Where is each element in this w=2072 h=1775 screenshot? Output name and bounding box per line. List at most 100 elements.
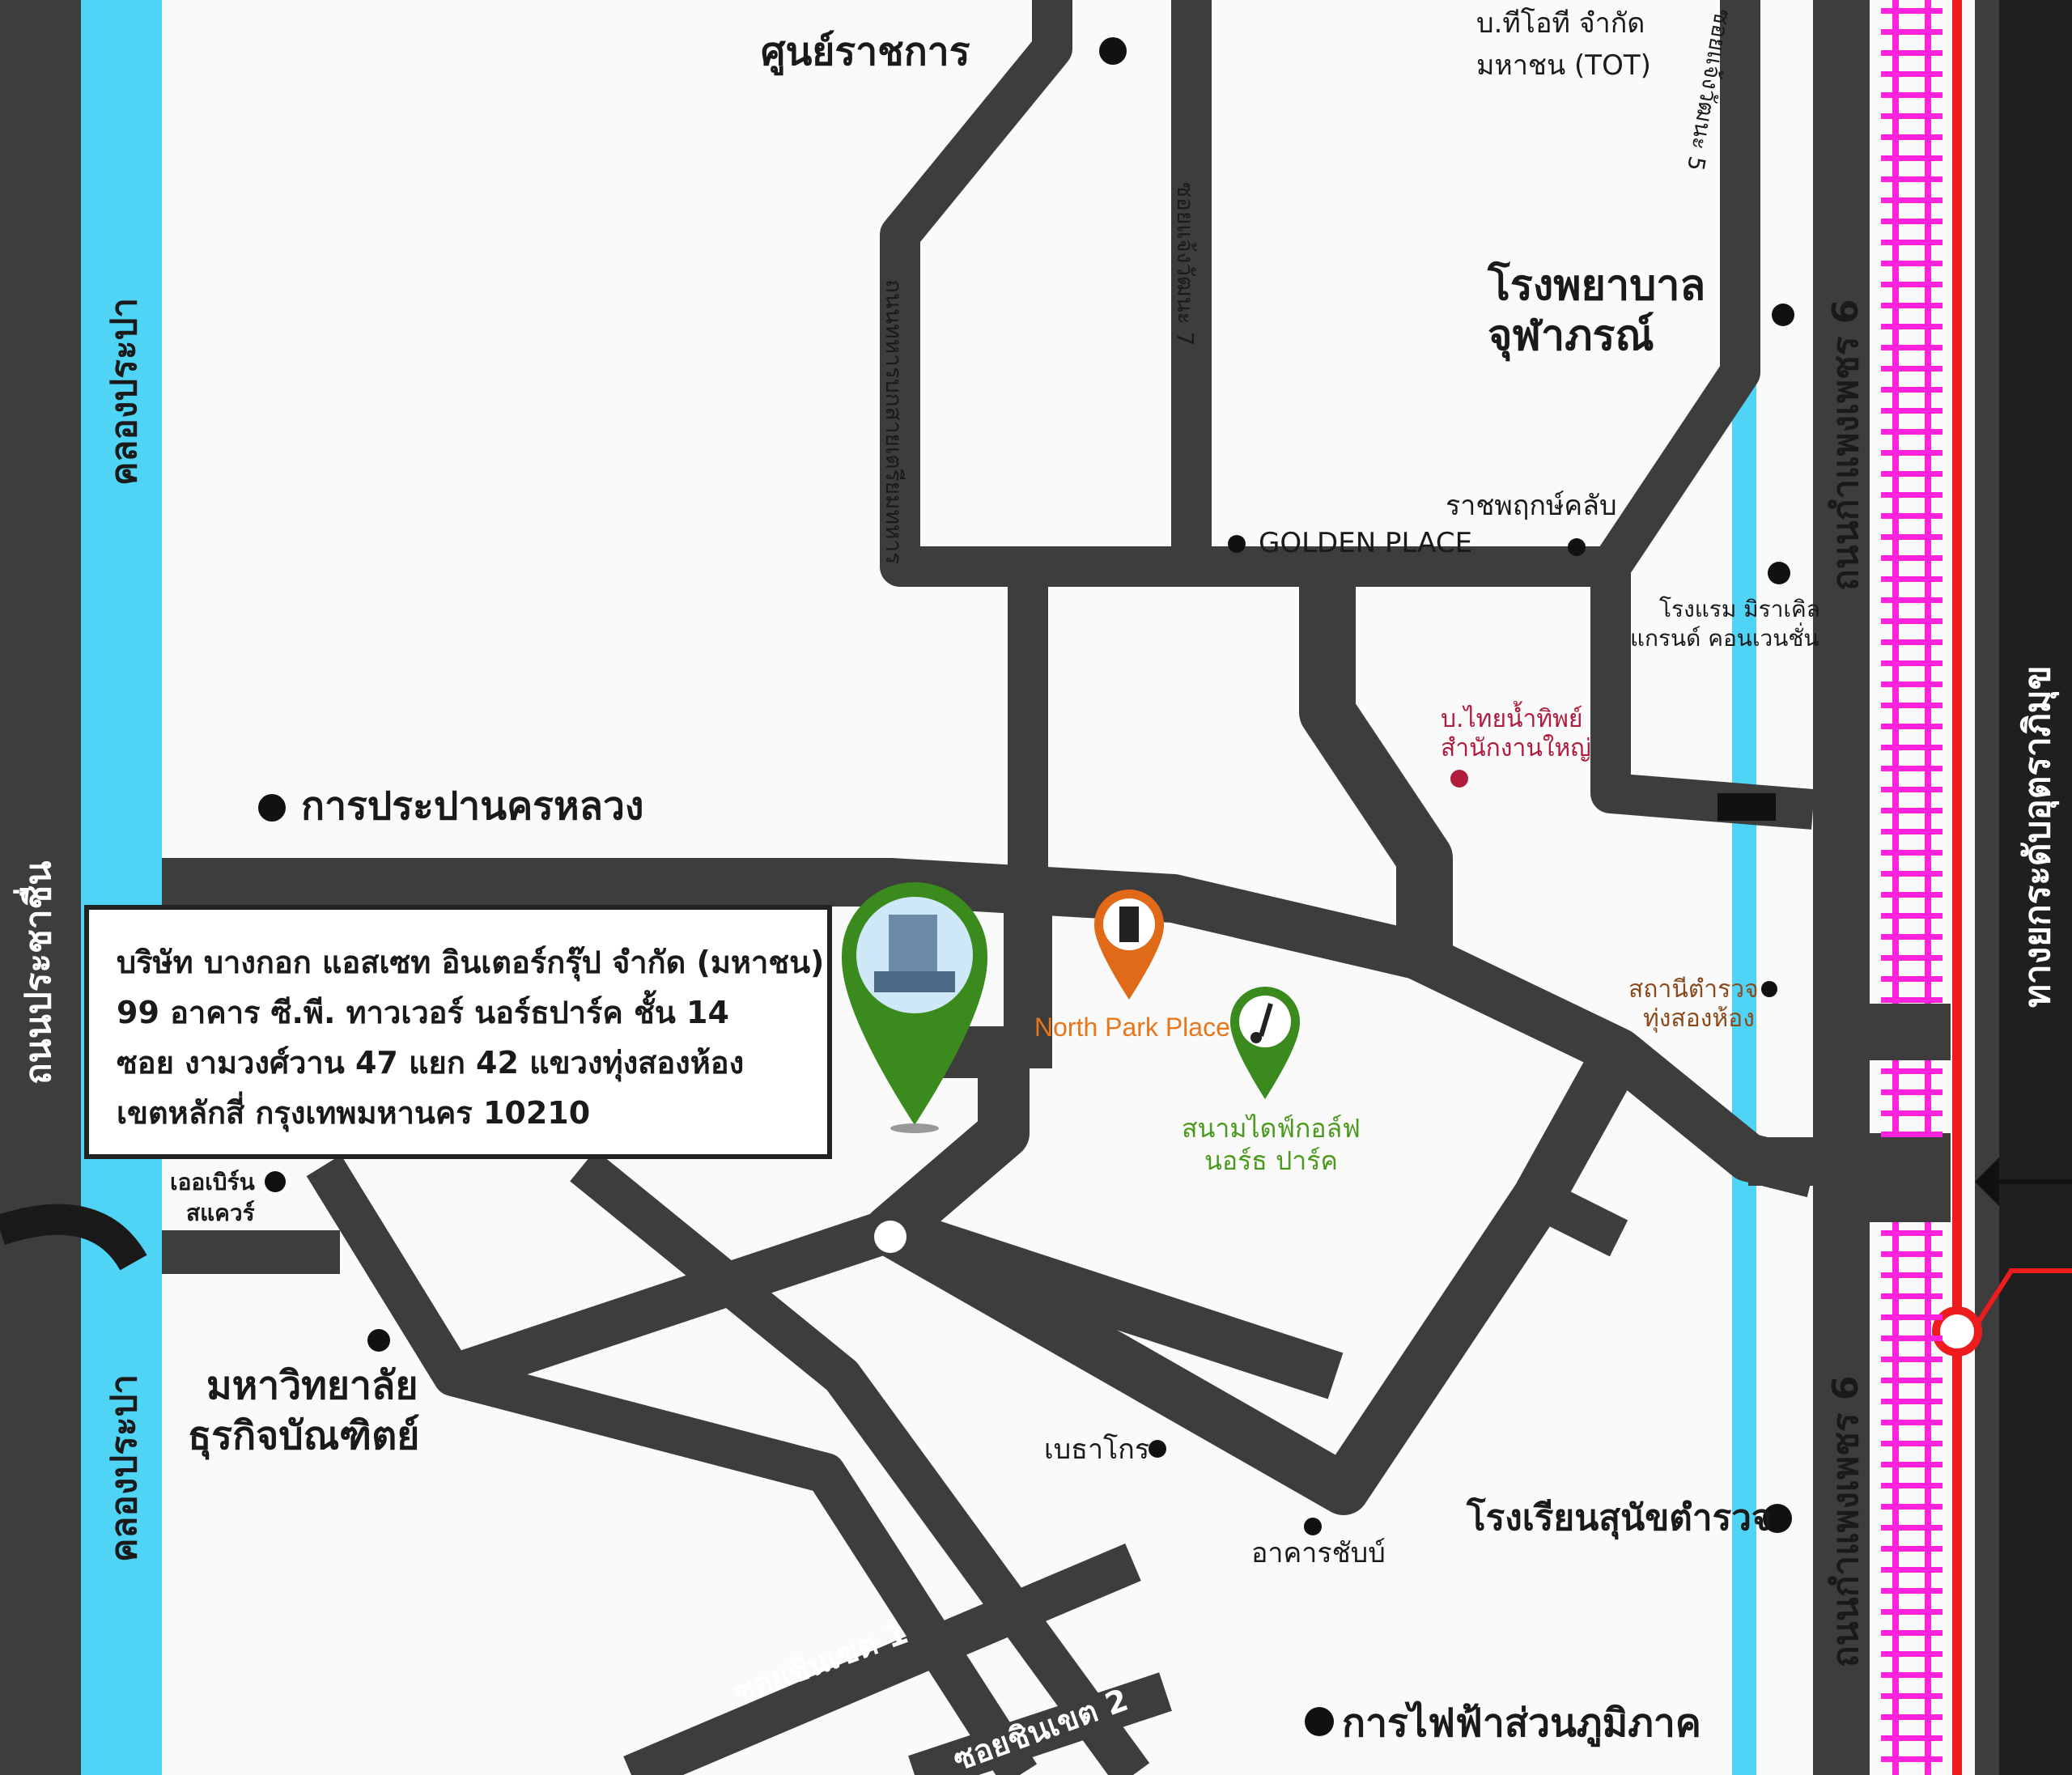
company-address-box: บริษัท บางกอก แอสเซท อินเตอร์กรุ๊ป จำกัด… [84, 905, 832, 1159]
rail-tie [1881, 1756, 1942, 1762]
rail-tie [1881, 1504, 1942, 1510]
rail-tie [1881, 1230, 1942, 1236]
rail-crossing-bottom [1870, 1133, 1951, 1222]
rail-tie [1881, 303, 1942, 308]
rail-tie [1881, 1110, 1942, 1116]
label-government-center: ศูนย์ราชการ [761, 29, 970, 76]
label-chup-building: อาคารชับบ์ [1251, 1537, 1386, 1569]
rail-tie [1881, 155, 1942, 161]
rail-tie [1881, 1609, 1942, 1615]
rail-tie [1881, 1068, 1942, 1074]
rail-tie [1881, 429, 1942, 435]
label-golf-1: สนามไดฟ์กอล์ฟ [1182, 1113, 1361, 1144]
label-miracle-2: แกรนด์ คอนเวนชั่น [1630, 622, 1819, 652]
rail-tie [1881, 1293, 1942, 1299]
rail-tie [1881, 1630, 1942, 1636]
rail-tie [1881, 71, 1942, 77]
rail-line [1892, 0, 1899, 1004]
rail-tie [1881, 1714, 1942, 1720]
rail-tie [1881, 808, 1942, 813]
rail-line [1892, 1060, 1899, 1133]
building-photo-pin-icon [842, 882, 987, 1133]
rail-tie [1881, 1672, 1942, 1678]
rail-tie [1881, 660, 1942, 666]
rail-tie [1881, 1378, 1942, 1383]
label-soi-chaeng7: ซอยแจ้งวัฒนะ 7 [1172, 182, 1199, 346]
office-building-pin-icon [1094, 890, 1164, 1000]
label-tollway: ทางยกระดับอุตราภิมุข [2017, 665, 2060, 1008]
rail-tie [1881, 534, 1942, 540]
roundabout-circle [874, 1221, 906, 1253]
label-kamphaeng-top: ถนนกำแพงเพชร 6 [1825, 299, 1866, 591]
rail-crossing-top [1870, 1004, 1951, 1060]
rail-tie [1881, 1132, 1942, 1137]
rail-tie [1881, 240, 1942, 245]
rail-tie [1881, 1089, 1942, 1095]
canal-left [81, 0, 162, 1775]
rail-tie [1881, 850, 1942, 856]
label-hospital-1: โรงพยาบาล [1487, 260, 1705, 310]
address-line-4: เขตหลักสี่ กรุงเทพมหานคร 10210 [117, 1095, 591, 1131]
rail-tie [1881, 724, 1942, 729]
rail-tie [1881, 324, 1942, 329]
label-tot-1: บ.ทีโอที จำกัด [1476, 7, 1645, 40]
rail-tie [1881, 282, 1942, 287]
rail-tie [1881, 703, 1942, 708]
rail-tie [1881, 955, 1942, 961]
rail-tie [1881, 618, 1942, 624]
label-pea: การไฟฟ้าส่วนภูมิภาค [1342, 1700, 1701, 1747]
tollway-edge [1975, 0, 1999, 1775]
place-dots [258, 37, 1794, 1736]
label-north-park: North Park Place [1034, 1013, 1230, 1042]
label-dpu-1: มหาวิทยาลัย [206, 1363, 418, 1408]
rail-tie [1881, 492, 1942, 498]
tollway-road [1999, 0, 2072, 1775]
rail-tie [1881, 1420, 1942, 1425]
label-tot-2: มหาชน (TOT) [1476, 49, 1651, 82]
label-thai-nam-2: สำนักงานใหญ่ [1441, 734, 1591, 762]
rail-tie [1881, 513, 1942, 519]
railway-track [1881, 0, 1942, 1775]
left-curve-road [0, 1204, 147, 1271]
rail-tie [1881, 176, 1942, 182]
rail-tie [1881, 1251, 1942, 1257]
rail-tie [1881, 555, 1942, 561]
station-connector [1972, 1268, 2072, 1329]
arrow-left-icon [1975, 1157, 1999, 1206]
label-prachachuen: ถนนประชาชื่น [13, 860, 59, 1085]
label-ratchaphruek: ราชพฤกษ์คลับ [1446, 490, 1617, 522]
rail-tie [1881, 639, 1942, 645]
rail-tie [1881, 1399, 1942, 1404]
rail-tie [1881, 934, 1942, 940]
rail-line [1925, 1060, 1931, 1133]
rail-tie [1881, 408, 1942, 414]
rail-tie [1881, 913, 1942, 919]
station-circle [1932, 1306, 1982, 1357]
label-thai-nam-1: บ.ไทยน้ำทิพย์ [1441, 701, 1583, 733]
rail-tie [1881, 1483, 1942, 1488]
address-line-2: 99 อาคาร ซี.พี. ทาวเวอร์ นอร์ธปาร์ค ชั้น… [117, 995, 729, 1030]
rail-tie [1881, 1357, 1942, 1362]
rail-tie [1881, 1441, 1942, 1446]
rail-line [1925, 1222, 1931, 1775]
rail-tie [1881, 1567, 1942, 1573]
rail-tie [1881, 29, 1942, 35]
rail-tie [1881, 745, 1942, 750]
address-line-3: ซอย งามวงศ์วาน 47 แยก 42 แขวงทุ่งสองห้อง [117, 1045, 745, 1081]
label-nonthaburi-road: ถนนทหารบกสายเตรียมทหาร [881, 279, 907, 564]
rail-tie [1881, 871, 1942, 877]
rail-line [1925, 0, 1931, 1004]
rail-tie [1881, 1588, 1942, 1594]
thai-nam-dot [1450, 770, 1468, 788]
label-police-dog-school: โรงเรียนสุนัขตำรวจ [1466, 1496, 1773, 1540]
rail-tie [1881, 1651, 1942, 1657]
rail-tie [1881, 450, 1942, 456]
canal-bridge [1717, 793, 1776, 821]
rail-tie [1881, 345, 1942, 350]
rail-tie [1881, 682, 1942, 687]
rail-tie [1881, 576, 1942, 582]
label-ibis-1: เออเบิร์น [170, 1169, 255, 1195]
rail-tie [1881, 261, 1942, 266]
rail-tie [1881, 787, 1942, 792]
